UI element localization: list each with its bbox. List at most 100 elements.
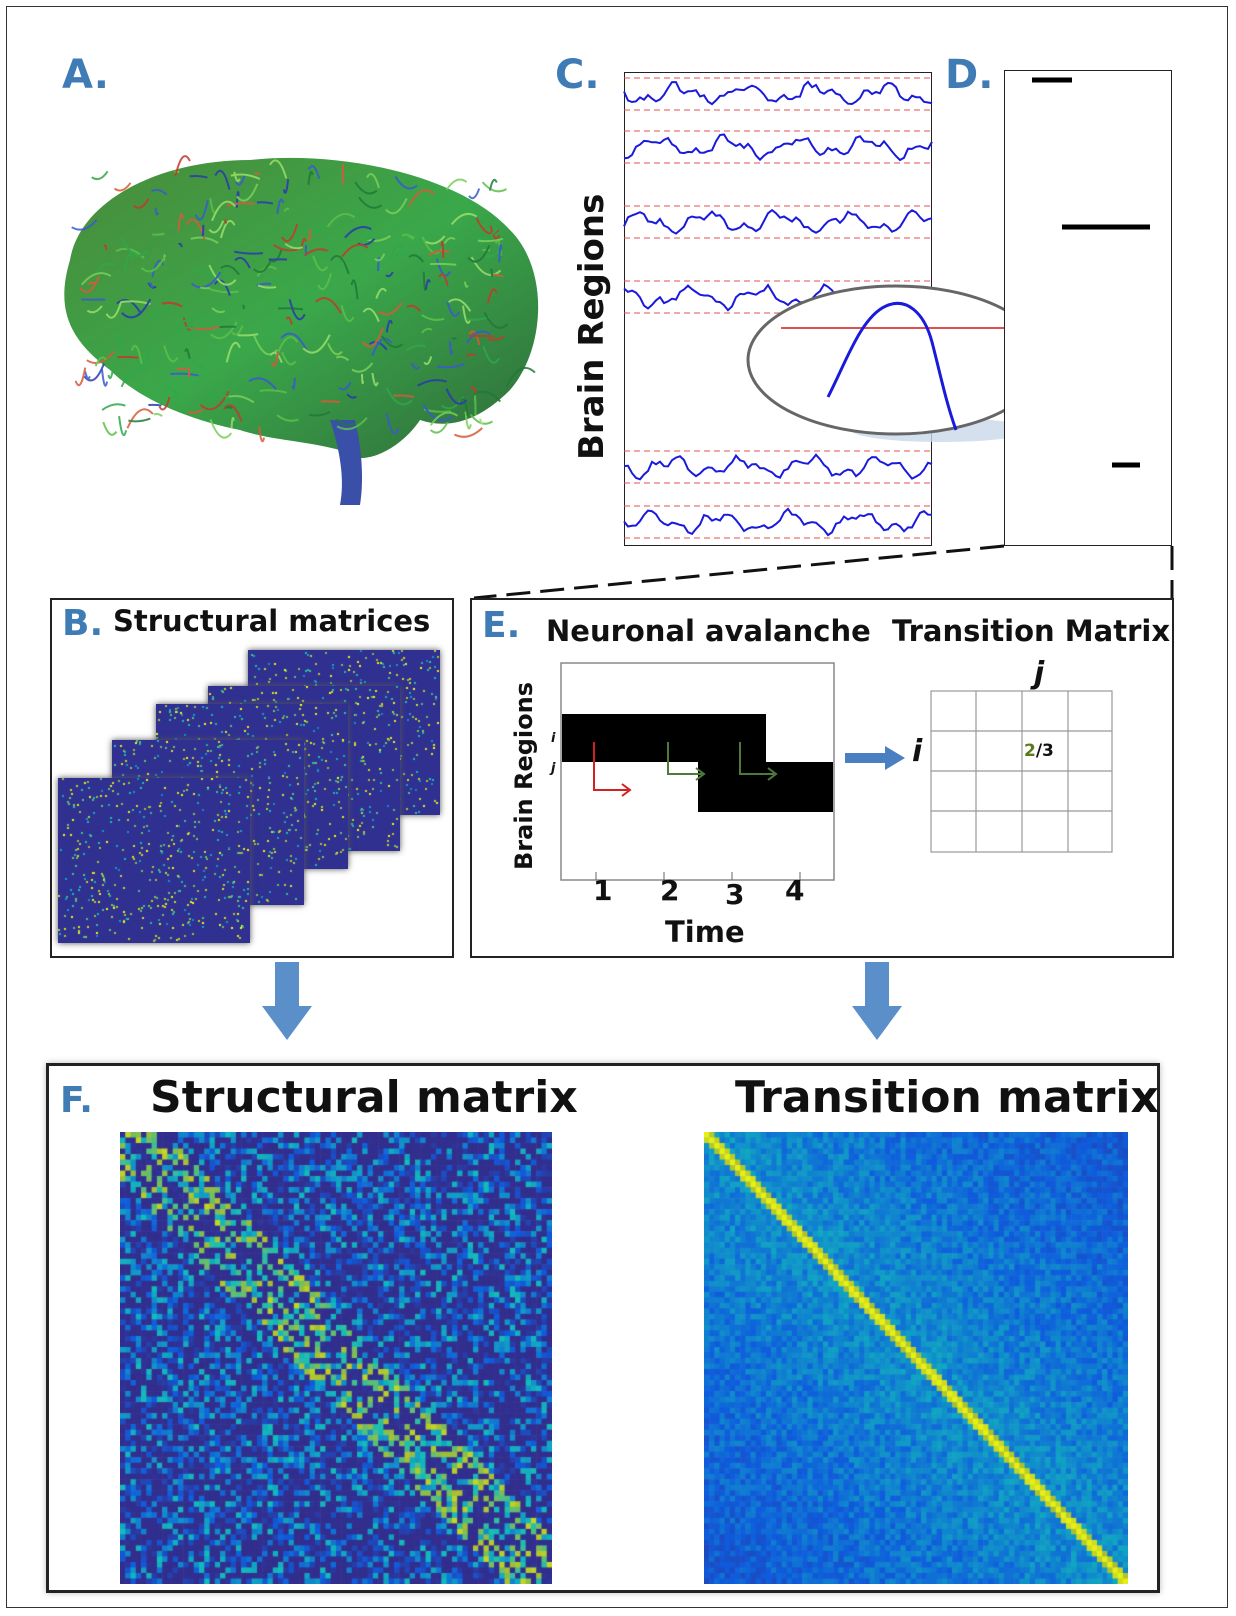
fiber-stroke xyxy=(285,316,293,325)
fiber-stroke xyxy=(385,387,413,406)
fiber-stroke xyxy=(189,175,208,179)
fiber-stroke xyxy=(443,237,456,244)
fiber-stroke xyxy=(291,377,296,390)
fiber-stroke xyxy=(389,244,404,260)
fiber-stroke xyxy=(482,345,500,364)
fiber-stroke xyxy=(481,181,507,193)
fiber-stroke xyxy=(436,363,465,369)
fiber-stroke xyxy=(148,403,162,407)
fiber-stroke xyxy=(86,305,103,314)
fiber-stroke xyxy=(101,369,109,387)
fiber-stroke xyxy=(74,367,87,387)
fiber-stroke xyxy=(498,244,503,263)
fiber-stroke xyxy=(158,396,171,411)
fiber-stroke xyxy=(423,356,433,366)
fiber-stroke xyxy=(358,196,383,209)
bold-signal-traces xyxy=(623,77,933,539)
fiber-stroke xyxy=(130,344,143,365)
fiber-stroke xyxy=(230,173,261,181)
right-arrow-icon xyxy=(845,746,905,770)
fiber-stroke xyxy=(230,416,235,429)
fiber-stroke xyxy=(374,253,386,262)
fiber-stroke xyxy=(317,273,332,291)
fiber-stroke xyxy=(421,314,445,321)
fiber-stroke xyxy=(120,367,150,388)
fiber-stroke xyxy=(338,260,345,266)
fiber-stroke xyxy=(315,297,342,314)
fiber-stroke xyxy=(417,379,447,387)
avalanche-ylabel: Brain Regions xyxy=(510,681,538,870)
fiber-stroke xyxy=(467,244,491,263)
fiber-stroke xyxy=(330,255,350,275)
fiber-stroke xyxy=(177,213,184,232)
fiber-stroke xyxy=(214,169,231,190)
fiber-stroke xyxy=(174,155,191,177)
fiber-stroke xyxy=(393,394,415,398)
fiber-stroke xyxy=(450,212,478,226)
fiber-stroke xyxy=(211,200,236,222)
time-tick-1: 1 xyxy=(593,874,613,907)
fiber-stroke xyxy=(117,356,139,359)
fiber-stroke xyxy=(152,232,165,236)
fiber-stroke xyxy=(211,307,226,314)
fiber-stroke xyxy=(352,205,358,216)
fiber-stroke xyxy=(272,244,299,252)
fiber-stroke xyxy=(187,408,204,414)
fiber-stroke xyxy=(473,228,498,240)
fiber-stroke xyxy=(429,411,458,426)
fiber-stroke xyxy=(219,219,236,239)
fiber-stroke xyxy=(453,427,483,438)
fiber-stroke xyxy=(378,302,403,316)
peak-zoom-inset xyxy=(746,284,1046,442)
fiber-stroke xyxy=(256,201,274,205)
fiber-stroke xyxy=(184,348,191,359)
fiber-stroke xyxy=(464,411,472,430)
bold-trace xyxy=(623,453,933,481)
fiber-stroke xyxy=(209,418,233,439)
fiber-stroke xyxy=(107,365,115,380)
fiber-stroke xyxy=(134,347,153,366)
fiber-stroke xyxy=(282,179,290,194)
fiber-stroke xyxy=(336,417,368,431)
fiber-stroke xyxy=(487,335,505,341)
fiber-stroke xyxy=(312,255,329,272)
fiber-stroke xyxy=(491,273,504,278)
fiber-stroke xyxy=(183,314,213,323)
transition-matrix-heatmap xyxy=(704,1132,1128,1584)
fiber-stroke xyxy=(103,244,108,250)
fiber-stroke xyxy=(151,259,165,278)
fiber-stroke xyxy=(385,198,408,215)
fiber-stroke xyxy=(207,392,232,401)
fiber-stroke xyxy=(490,268,494,277)
fiber-stroke xyxy=(79,275,100,293)
fiber-stroke xyxy=(486,249,500,258)
fiber-stroke xyxy=(208,264,237,286)
fiber-stroke xyxy=(270,351,280,367)
fiber-stroke xyxy=(483,311,509,329)
fiber-stroke xyxy=(152,308,172,321)
fiber-stroke xyxy=(151,188,168,196)
panel-b-title: Structural matrices xyxy=(113,604,431,638)
fiber-stroke xyxy=(284,243,304,250)
cell-denominator: /3 xyxy=(1035,741,1054,761)
structural-matrix-title: Structural matrix xyxy=(150,1072,578,1123)
fiber-stroke xyxy=(448,340,454,356)
fiber-stroke xyxy=(225,406,233,409)
fiber-stroke xyxy=(101,403,126,411)
fiber-stroke xyxy=(84,370,91,380)
fiber-stroke xyxy=(283,207,290,212)
fiber-stroke xyxy=(486,288,498,304)
matrix-row-label: i xyxy=(912,734,923,769)
fiber-stroke xyxy=(475,217,500,235)
fiber-stroke xyxy=(231,325,244,336)
fiber-stroke xyxy=(288,299,306,321)
fiber-stroke xyxy=(438,273,449,287)
time-axis-label: Time xyxy=(665,915,745,949)
fiber-stroke xyxy=(276,414,299,422)
fiber-stroke xyxy=(102,421,118,436)
fiber-stroke xyxy=(248,377,277,391)
fiber-stroke xyxy=(71,219,98,231)
fiber-stroke xyxy=(367,235,392,242)
fiber-stroke xyxy=(408,254,425,263)
